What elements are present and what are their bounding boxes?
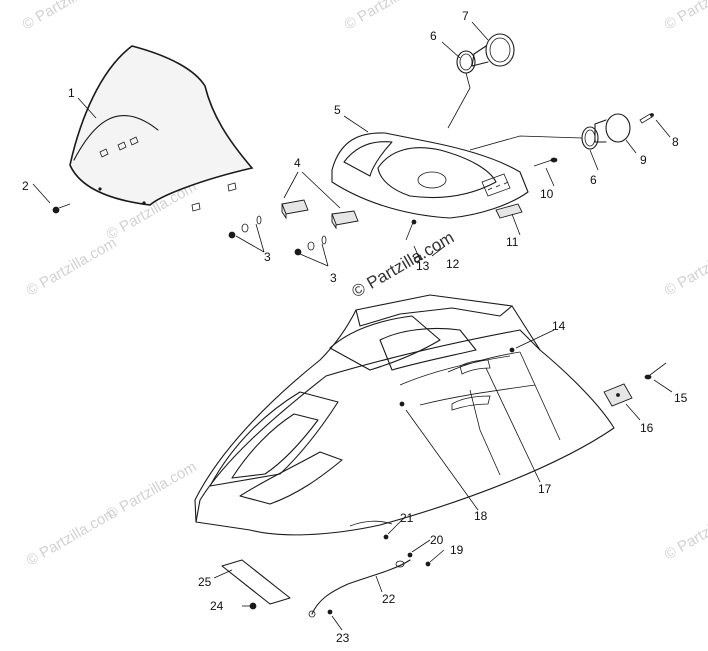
callout-13: 13 xyxy=(416,259,430,273)
callout-20: 20 xyxy=(430,533,444,547)
callout-24: 24 xyxy=(210,599,224,613)
watermark-bottom-center: © Partzilla.com xyxy=(104,458,200,523)
callout-15: 15 xyxy=(674,391,688,405)
screw-8 xyxy=(639,113,654,124)
leader-lines xyxy=(32,21,673,631)
screw-24 xyxy=(242,602,257,610)
watermark-top-left: © Partzilla.com xyxy=(20,0,116,33)
small-hardware-19-20-21-23 xyxy=(327,534,431,615)
callout-6a: 6 xyxy=(430,29,437,43)
console-5 xyxy=(331,132,529,219)
plate-25 xyxy=(221,559,291,605)
watermark-bottom-left: © Partzilla.com xyxy=(24,504,120,569)
callout-1: 1 xyxy=(68,86,75,100)
callout-8: 8 xyxy=(672,135,679,149)
callout-10: 10 xyxy=(540,187,554,201)
callout-17: 17 xyxy=(538,482,552,496)
callout-25: 25 xyxy=(198,575,212,589)
callout-9: 9 xyxy=(640,153,647,167)
cable-22 xyxy=(308,559,411,618)
callout-2: 2 xyxy=(22,179,29,193)
watermark-center: © Partzilla.com xyxy=(349,228,458,302)
watermark-mid-right: © Partzilla.com xyxy=(662,234,708,299)
watermark-top-right: © Partzilla.com xyxy=(662,0,708,33)
callout-14: 14 xyxy=(552,319,566,333)
callout-4: 4 xyxy=(294,156,301,170)
callout-labels: 1 2 3 3 4 5 6 6 7 8 9 10 11 12 13 14 15 … xyxy=(22,9,688,645)
callout-18: 18 xyxy=(474,509,488,523)
clip-16 xyxy=(603,383,633,407)
bracket-4 xyxy=(281,199,359,230)
callout-22: 22 xyxy=(382,592,396,606)
callout-12: 12 xyxy=(446,257,460,271)
watermark-top-center: © Partzilla.com xyxy=(342,0,438,33)
watermark-bottom-right: © Partzilla.com xyxy=(662,498,708,563)
callout-23: 23 xyxy=(336,631,350,645)
callout-11: 11 xyxy=(506,235,519,249)
watermark-mid-left: © Partzilla.com xyxy=(24,234,120,299)
callout-3a: 3 xyxy=(264,250,271,264)
callout-6b: 6 xyxy=(590,173,597,187)
nut-washer-3 xyxy=(228,215,327,256)
callout-19: 19 xyxy=(450,543,464,557)
screw-15 xyxy=(644,362,667,380)
callout-5: 5 xyxy=(334,103,341,117)
hood xyxy=(194,294,615,536)
windshield xyxy=(69,45,254,212)
callout-21: 21 xyxy=(400,511,414,525)
bulb-10 xyxy=(533,157,558,167)
connector-11 xyxy=(495,203,523,219)
callout-7: 7 xyxy=(462,9,469,23)
gauge-9 xyxy=(469,113,631,151)
screw-2 xyxy=(52,203,71,214)
callout-3b: 3 xyxy=(330,271,337,285)
callout-16: 16 xyxy=(640,421,654,435)
hardware-12-13 xyxy=(405,219,446,263)
gauge-7 xyxy=(447,33,515,129)
